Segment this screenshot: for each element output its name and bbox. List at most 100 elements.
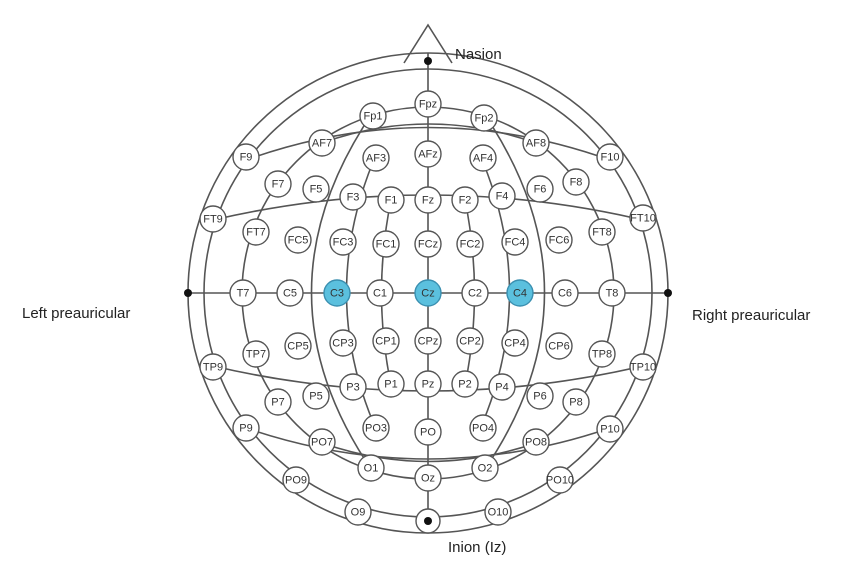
electrode-po8: PO8: [522, 428, 550, 456]
electrode-marker: [329, 329, 357, 357]
electrode-marker: [414, 186, 442, 214]
electrode-marker: [414, 464, 442, 492]
electrode-marker: [456, 230, 484, 258]
electrode-marker: [598, 279, 626, 307]
electrode-marker: [232, 143, 260, 171]
electrode-o9: O9: [344, 498, 372, 526]
electrode-c4: C4: [506, 279, 534, 307]
electrode-f1: F1: [377, 186, 405, 214]
electrode-label: CP3: [332, 338, 353, 350]
electrode-label: AF7: [312, 138, 332, 150]
electrode-label: T7: [237, 288, 250, 300]
electrode-label: F3: [347, 192, 360, 204]
electrode-label: Pz: [422, 379, 435, 391]
electrode-label: Fp2: [475, 113, 494, 125]
electrode-marker: [414, 279, 442, 307]
electrode-label: F6: [534, 184, 547, 196]
electrode-label: C2: [468, 288, 482, 300]
electrode-tp8: TP8: [588, 340, 616, 368]
electrode-marker: [264, 170, 292, 198]
electrode-label: O9: [351, 507, 366, 519]
electrode-marker: [522, 428, 550, 456]
electrode-label: P4: [495, 382, 508, 394]
electrode-marker: [471, 454, 499, 482]
electrode-label: PO4: [472, 423, 494, 435]
electrode-p4: P4: [488, 373, 516, 401]
electrode-label: TP10: [630, 362, 656, 374]
electrode-label: FC4: [505, 237, 526, 249]
electrode-cp4: CP4: [501, 329, 529, 357]
electrode-ft10: FT10: [629, 204, 657, 232]
electrode-marker: [242, 218, 270, 246]
electrode-t8: T8: [598, 279, 626, 307]
electrode-marker: [469, 414, 497, 442]
electrode-label: CP5: [287, 341, 308, 353]
electrode-fc1: FC1: [372, 230, 400, 258]
electrode-marker: [232, 414, 260, 442]
electrode-marker: [339, 373, 367, 401]
electrode-label: C3: [330, 288, 344, 300]
electrode-marker: [372, 327, 400, 355]
electrode-marker: [264, 388, 292, 416]
electrode-marker: [596, 143, 624, 171]
electrode-fc5: FC5: [284, 226, 312, 254]
electrode-po4: PO4: [469, 414, 497, 442]
electrode-marker: [359, 102, 387, 130]
electrode-marker: [526, 382, 554, 410]
electrode-p5: P5: [302, 382, 330, 410]
electrode-marker: [344, 498, 372, 526]
electrode-fp2: Fp2: [470, 104, 498, 132]
electrode-marker: [362, 414, 390, 442]
electrode-f10: F10: [596, 143, 624, 171]
electrode-label: F10: [601, 152, 620, 164]
electrode-label: CP1: [375, 336, 396, 348]
electrode-marker: [308, 428, 336, 456]
electrode-label: CP2: [459, 336, 480, 348]
electrode-p3: P3: [339, 373, 367, 401]
electrode-label: F4: [496, 191, 509, 203]
electrode-marker: [629, 204, 657, 232]
electrode-marker: [470, 104, 498, 132]
electrode-marker: [562, 388, 590, 416]
electrode-marker: [451, 370, 479, 398]
nasion-dot: [424, 57, 432, 65]
electrode-label: C1: [373, 288, 387, 300]
electrode-marker: [461, 279, 489, 307]
electrode-ft7: FT7: [242, 218, 270, 246]
electrode-label: FC2: [460, 239, 481, 251]
electrode-po7: PO7: [308, 428, 336, 456]
electrode-label: C6: [558, 288, 572, 300]
electrode-af8: AF8: [522, 129, 550, 157]
electrode-oz: Oz: [414, 464, 442, 492]
electrode-af3: AF3: [362, 144, 390, 172]
electrode-label: P1: [384, 379, 397, 391]
electrode-label: F7: [272, 179, 285, 191]
nasion-marker: [403, 23, 453, 64]
electrode-p2: P2: [451, 370, 479, 398]
electrode-label: PO3: [365, 423, 387, 435]
electrode-label: F2: [459, 195, 472, 207]
electrode-cpz: CPz: [414, 327, 442, 355]
electrode-marker: [302, 175, 330, 203]
electrode-label: FT10: [630, 213, 656, 225]
electrode-pz: Pz: [414, 370, 442, 398]
electrode-c5: C5: [276, 279, 304, 307]
electrode-fc2: FC2: [456, 230, 484, 258]
nasion-label: Nasion: [455, 46, 502, 63]
electrode-marker: [362, 144, 390, 172]
electrode-p10: P10: [596, 415, 624, 443]
electrode-fpz: Fpz: [414, 90, 442, 118]
left-preauricular-dot: [184, 289, 192, 297]
electrode-po10: PO10: [546, 466, 574, 494]
electrode-label: TP7: [246, 349, 266, 361]
electrode-marker: [469, 144, 497, 172]
arc-af: [321, 123, 537, 144]
inion-dot: [424, 517, 432, 525]
electrode-label: FT9: [203, 214, 223, 226]
electrode-label: F8: [570, 177, 583, 189]
electrode-p9: P9: [232, 414, 260, 442]
electrode-f4: F4: [488, 182, 516, 210]
